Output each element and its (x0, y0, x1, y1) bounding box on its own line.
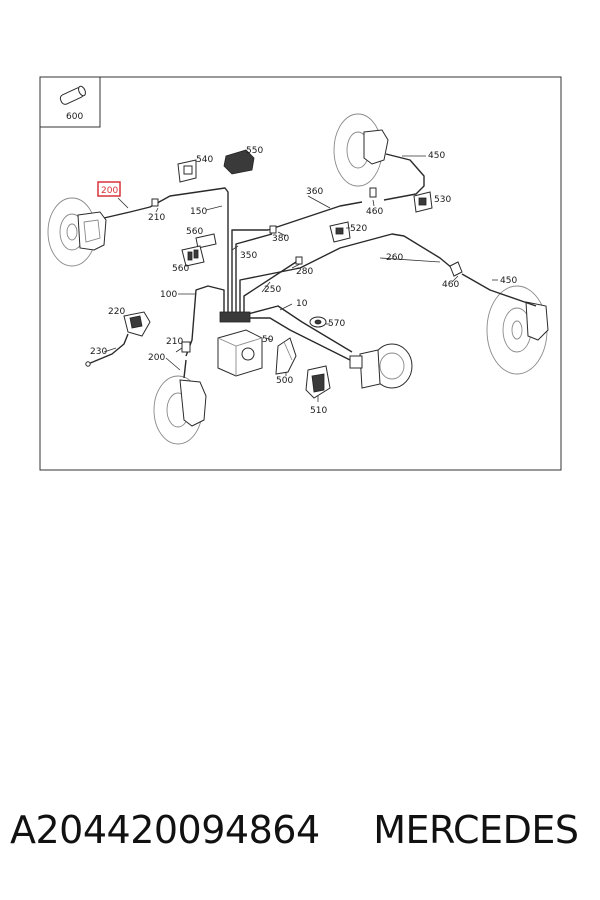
part-570-grommet (309, 316, 327, 328)
part-500-pedal (275, 337, 297, 375)
rear-right-brake-disc (486, 285, 549, 375)
callout-260: 260 (386, 253, 403, 263)
callout-10: 10 (296, 299, 308, 309)
part-50-abs-unit (217, 329, 263, 377)
part-510-bracket (305, 365, 331, 399)
callout-200-bottom: 200 (148, 353, 165, 363)
callout-460-top: 460 (366, 207, 383, 217)
front-disc-bottom (153, 375, 207, 445)
callout-50: 50 (262, 335, 274, 345)
brake-booster (349, 343, 413, 389)
callout-460-right: 460 (442, 280, 459, 290)
callout-450-top: 450 (428, 151, 445, 161)
part-530-bracket (413, 191, 433, 213)
diagram-frame (39, 76, 562, 471)
callout-230: 230 (90, 347, 107, 357)
part-220-bracket (123, 311, 151, 337)
part-560-clips (181, 233, 217, 267)
highlight-box-200 (97, 181, 121, 197)
callout-150: 150 (190, 207, 207, 217)
part-540-bracket (177, 159, 197, 183)
callout-540: 540 (196, 155, 213, 165)
part-230-cable (85, 333, 129, 367)
brand-name: MERCEDES (373, 808, 579, 852)
callout-350: 350 (240, 251, 257, 261)
front-left-brake-disc (47, 197, 107, 267)
callout-530: 530 (434, 195, 451, 205)
callout-250: 250 (264, 285, 281, 295)
callout-380: 380 (272, 234, 289, 244)
callout-550: 550 (246, 146, 263, 156)
brake-lines (103, 153, 537, 379)
callout-450-right: 450 (500, 276, 517, 286)
callout-560-b: 560 (172, 264, 189, 274)
callout-280: 280 (296, 267, 313, 277)
callout-500: 500 (276, 376, 293, 386)
part-600-hose (59, 85, 86, 105)
callout-200-highlight: 200 (101, 186, 118, 196)
part-550-bracket (223, 149, 255, 175)
part-number: A204420094864 (10, 808, 320, 852)
callout-360: 360 (306, 187, 323, 197)
callout-510: 510 (310, 406, 327, 416)
fittings (151, 187, 463, 353)
leader-lines (103, 155, 498, 402)
callout-220: 220 (108, 307, 125, 317)
callout-560-a: 560 (186, 227, 203, 237)
callout-600: 600 (66, 112, 83, 122)
rear-right-brake-disc-top (333, 113, 389, 187)
callout-570: 570 (328, 319, 345, 329)
part-520-bracket (329, 221, 351, 243)
callout-520: 520 (350, 224, 367, 234)
footer-caption: A204420094864 MERCEDES (10, 808, 590, 858)
callout-100: 100 (160, 290, 177, 300)
callout-210-left: 210 (166, 337, 183, 347)
callout-210-top: 210 (148, 213, 165, 223)
